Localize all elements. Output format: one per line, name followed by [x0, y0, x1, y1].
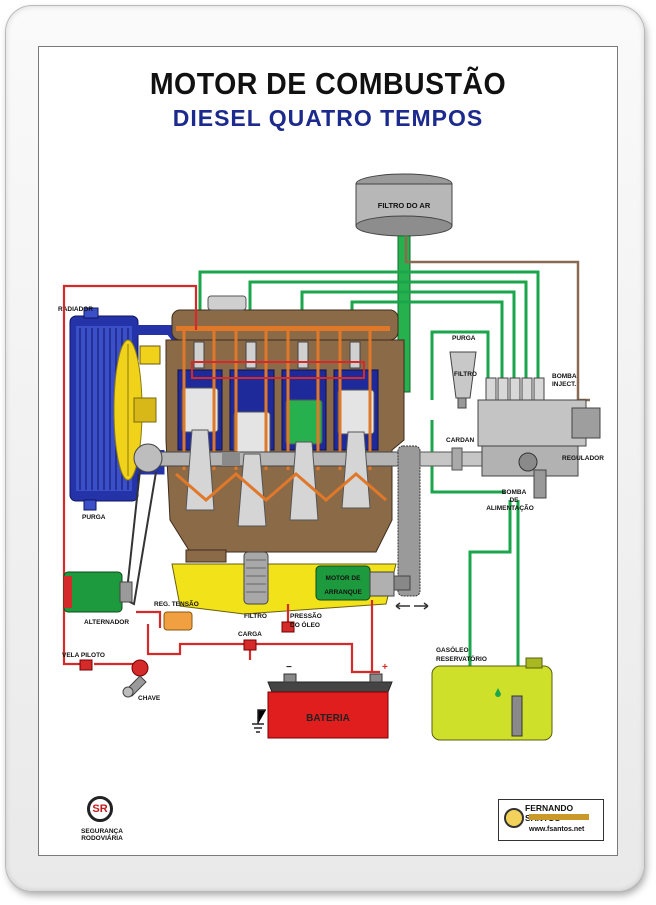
- poster-subtitle: DIESEL QUATRO TEMPOS: [172, 105, 484, 131]
- oil-filter-label: FILTRO: [244, 613, 267, 620]
- voltage-regulator: REG. TENSÃO: [154, 599, 199, 631]
- battery-minus: −: [286, 662, 292, 673]
- publisher-logo: FERNANDO SANTOS www.fsantos.net: [498, 799, 604, 841]
- battery-plus: +: [382, 662, 388, 673]
- key-label: CHAVE: [138, 695, 161, 702]
- publisher-emblem-icon: [504, 808, 524, 828]
- oil-pressure-sensor: [281, 621, 295, 633]
- regulator-label: REGULADOR: [562, 455, 604, 462]
- injection-pump-label-2: INJECT.: [552, 381, 576, 388]
- fuel-tank: GASÓLEO RESERVATÓRIO: [431, 645, 553, 741]
- electric-wiring: [62, 284, 380, 674]
- voltage-regulator-label: REG. TENSÃO: [154, 599, 199, 608]
- feed-pump-label-3: ALIMENTAÇÃO: [486, 503, 534, 512]
- engine-block: FILTRO: [124, 295, 483, 620]
- ground-icon: [252, 709, 266, 733]
- key-icon: [122, 659, 149, 698]
- road-safety-logo: SR SEGURANÇA RODOVIÁRIA: [62, 796, 142, 842]
- glow-plug-circuit: [191, 361, 365, 379]
- starter-label-1: MOTOR DE: [326, 575, 362, 582]
- poster-title: MOTOR DE COMBUSTÃO: [149, 66, 507, 101]
- air-filter: FILTRO DO AR: [355, 173, 453, 237]
- feed-pump-label-2: DE: [509, 497, 519, 504]
- air-filter-label: FILTRO DO AR: [378, 201, 431, 210]
- fuel-tank-label-2: RESERVATÓRIO: [436, 654, 487, 663]
- oil-pressure-label-1: PRESSÃO: [290, 611, 322, 620]
- road-safety-mark: SR: [87, 796, 113, 822]
- road-safety-text: SEGURANÇA RODOVIÁRIA: [81, 828, 123, 842]
- charge-lamp: [243, 639, 257, 651]
- battery-label: BATERIA: [306, 713, 350, 724]
- alternator: ALTERNADOR: [63, 571, 133, 626]
- radiator-label: RADIADOR: [58, 306, 93, 313]
- injection-pump: BOMBA INJECT. CARDAN REGULADOR BOMBA DE …: [446, 373, 604, 512]
- injection-pump-label-1: BOMBA: [552, 373, 577, 380]
- cardan-label: CARDAN: [446, 437, 474, 444]
- arrows-icon: [395, 602, 429, 610]
- purga-right-label: PURGA: [452, 335, 476, 342]
- oil-pressure-label-2: DO ÓLEO: [290, 620, 320, 629]
- publisher-url: www.fsantos.net: [529, 826, 585, 833]
- publisher-brand: FERNANDO SANTOS: [525, 803, 574, 823]
- starter-label-2: ARRANQUE: [324, 589, 362, 596]
- cooling-fan: [113, 339, 161, 481]
- starter-motor: MOTOR DE ARRANQUE: [315, 565, 429, 610]
- fuel-tank-label-1: GASÓLEO: [436, 645, 469, 654]
- charge-label: CARGA: [238, 631, 262, 638]
- glow-lamp: [79, 659, 93, 671]
- alternator-label: ALTERNADOR: [84, 619, 129, 626]
- purga-left-label: PURGA: [82, 514, 106, 521]
- publisher-bar: [529, 814, 589, 820]
- feed-pump-label-1: BOMBA: [502, 489, 527, 496]
- battery: BATERIA − +: [267, 662, 393, 739]
- glow-plug-label: VELA PILOTO: [62, 652, 105, 659]
- fuel-filter: PURGA FILTRO: [449, 335, 477, 409]
- fuel-filter-label: FILTRO: [454, 371, 477, 378]
